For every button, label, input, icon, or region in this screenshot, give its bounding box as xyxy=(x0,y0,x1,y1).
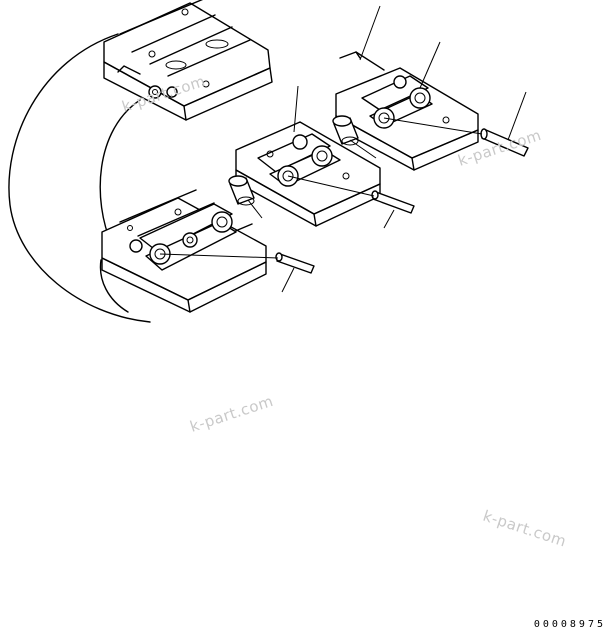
watermark-3: k-part.com xyxy=(188,392,276,436)
leader-lines xyxy=(247,5,527,293)
bottom-shoe-section xyxy=(101,189,267,313)
bushing-upper xyxy=(332,115,359,146)
top-shoe-section xyxy=(103,0,273,121)
assembly-lines xyxy=(159,117,483,259)
track-loop xyxy=(8,33,151,323)
watermark-4: k-part.com xyxy=(481,507,569,551)
master-pin-right xyxy=(480,128,529,157)
bushing-lower xyxy=(228,175,255,206)
pin-middle xyxy=(371,190,415,214)
lock-pin-top xyxy=(339,51,385,71)
drawing-code: 00008975 xyxy=(533,619,606,630)
middle-link-section xyxy=(235,121,381,227)
pin-lower xyxy=(275,252,315,274)
